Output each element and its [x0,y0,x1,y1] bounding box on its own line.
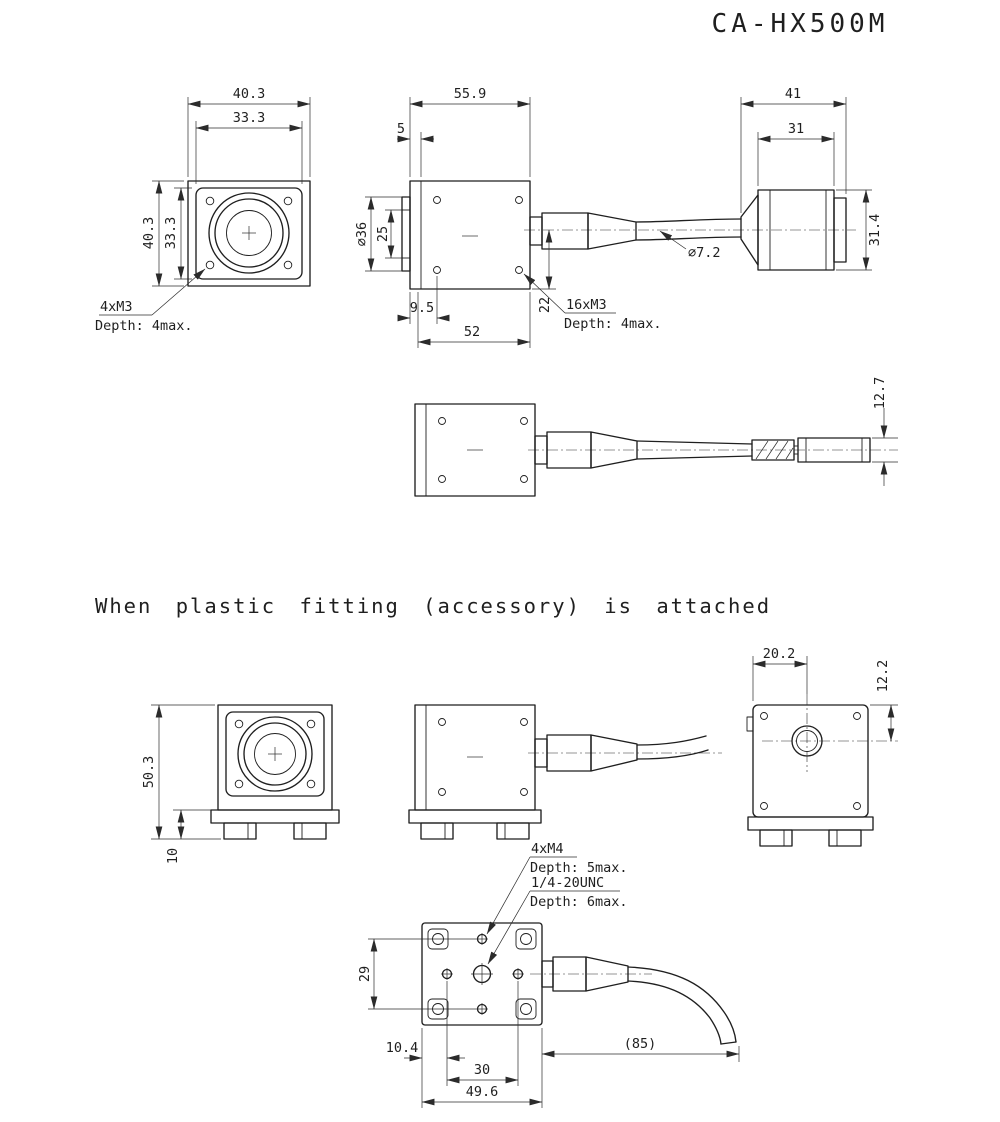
dim-bore: 25 [375,226,391,242]
dim-front-width: 40.3 [233,86,266,102]
cable-ferrite [751,439,795,461]
note-m4-depth: Depth: 5max. [530,860,628,876]
screw-hole-icon [515,266,523,274]
dim-total-height-fitting: 50.3 [141,756,157,789]
dim-fitting-width: 49.6 [466,1084,499,1100]
screw-hole-icon [853,802,861,810]
side-view: 55.9 5 ⌀36 25 9.5 52 22 16xM3 Depth: 4ma… [354,86,883,348]
fitting-foot [759,829,793,847]
screw-hole-icon [438,718,446,726]
note-front-depth: Depth: 4max. [95,318,193,334]
plastic-fitting-base [408,809,542,824]
fitting-foot [420,822,454,840]
screw-hole-icon [205,260,215,270]
dim-connector-length: 41 [785,86,801,102]
dim-hole-offset: 9.5 [410,300,434,316]
dim-hole-pitch-x: 30 [474,1062,490,1078]
screw-hole-icon [520,718,528,726]
plastic-fitting-base [210,809,340,824]
dim-front-height: 40.3 [141,217,157,250]
screw-hole-icon [306,779,316,789]
note-unc-thread: 1/4-20UNC [531,875,604,891]
screw-hole-icon [438,788,446,796]
screw-hole-icon [306,719,316,729]
note-side-thread: 16xM3 [566,297,607,313]
fitting-foot [828,829,862,847]
section-subtitle: When plastic fitting (accessory) is atta… [95,594,771,618]
screw-hole-icon [234,719,244,729]
dim-front-height-inner: 33.3 [163,217,179,250]
fitting-foot [223,822,257,840]
front-view-fitting: 50.3 10 [141,704,340,864]
screw-hole-icon [760,802,768,810]
plastic-fitting-base [747,816,874,831]
connector-top [797,437,871,463]
dim-cable-height: 22 [537,297,553,313]
note-front-thread: 4xM3 [100,299,133,315]
screw-hole-icon [438,475,446,483]
fitting-foot [293,822,327,840]
dim-front-plate: 5 [397,121,405,137]
screw-hole-icon [205,196,215,206]
screw-hole-icon [438,417,446,425]
screw-hole-icon [234,779,244,789]
screw-hole-icon [760,712,768,720]
rear-view: 20.2 12.2 [746,646,898,847]
foot-pad [515,928,537,950]
note-unc-depth: Depth: 6max. [530,894,628,910]
dim-body-length: 52 [464,324,480,340]
bottom-view: 4xM4 Depth: 5max. 1/4-20UNC Depth: 6max.… [357,841,740,1108]
screw-hole-icon [283,260,293,270]
fitting-foot [496,822,530,840]
top-view: 12.7 [414,377,898,497]
dim-connector-x: 20.2 [763,646,796,662]
dim-hole-offset-x: 10.4 [386,1040,419,1056]
dim-lens-diameter: ⌀36 [354,222,370,246]
side-view-fitting [408,704,722,840]
screw-hole-icon [520,788,528,796]
front-view: 40.3 33.3 40.3 33.3 4xM3 Depth: 4max. [95,86,311,334]
dim-connector-thickness: 12.7 [872,377,888,410]
screw-hole-icon [433,196,441,204]
drawing-title: CA-HX500M [712,9,889,39]
foot-pad [515,998,537,1020]
note-m4-thread: 4xM4 [531,841,564,857]
dim-front-width-inner: 33.3 [233,110,266,126]
dim-hole-pitch-y: 29 [357,966,373,982]
screw-hole-icon [515,196,523,204]
screw-hole-icon [520,417,528,425]
dim-fitting-height: 10 [165,848,181,864]
screw-hole-icon [853,712,861,720]
screw-hole-icon [520,475,528,483]
note-side-depth: Depth: 4max. [564,316,662,332]
screw-hole-icon [283,196,293,206]
note-cable-diameter: ⌀7.2 [688,245,721,261]
dim-connector-body: 31 [788,121,804,137]
dim-connector-height: 31.4 [867,214,883,247]
screw-hole-icon [433,266,441,274]
dim-side-length: 55.9 [454,86,487,102]
dim-cable-length: (85) [624,1036,657,1052]
dim-connector-y: 12.2 [875,660,891,693]
